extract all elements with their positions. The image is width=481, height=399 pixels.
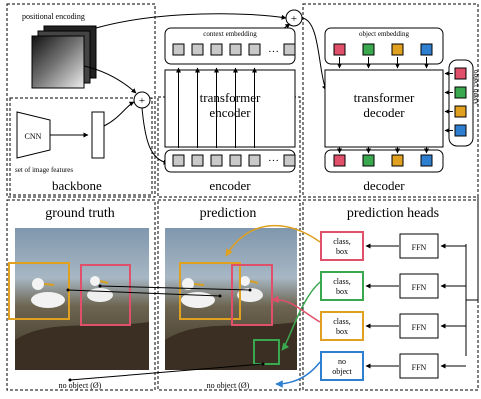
decoder-panel [302,3,479,198]
ffn-block [399,273,439,299]
pred-box-red [231,264,273,326]
decoder-output-group [324,149,444,173]
transformer-decoder-block [324,69,444,148]
ffn-label: FFN [412,243,427,252]
image-features-block [91,111,105,159]
head-output-line2: box [336,247,348,256]
ground-truth-panel [6,199,156,391]
section-label-decoder: decoder [363,178,405,193]
object-embedding-token [362,43,375,56]
head-output-line2: box [336,327,348,336]
pred-box-green [253,339,280,365]
encoder-title-line1: transformer [200,90,261,105]
add-node-top-symbol: + [291,13,297,25]
encoder-input-token [229,154,242,167]
context-token [283,43,296,56]
decoder-output-token-row [333,154,433,167]
context-token [210,43,223,56]
encoder-title-line2: encoder [209,105,251,120]
head-output-line1: no [338,357,346,366]
context-token [248,43,261,56]
encoder-input-token [283,154,296,167]
object-embedding-token [391,43,404,56]
context-token [172,43,185,56]
ffn-label: FFN [412,363,427,372]
encoder-input-ellipsis: ··· [268,155,279,167]
object-query-token [454,105,467,118]
encoder-input-token-row [172,154,296,167]
decoder-output-token [333,154,346,167]
ffn-label: FFN [412,283,427,292]
gt-box-red [80,264,131,326]
ffn-block [399,353,439,379]
object-embedding-token-row [333,43,433,56]
image-features-label: set of image features [15,166,73,174]
decoder-output-token [420,154,433,167]
decoder-title-line2: decoder [363,105,405,120]
head-output-box [320,271,364,301]
cnn-label: CNN [25,132,42,141]
decoder-title-line1: transformer [354,90,415,105]
encoder-input-token [172,154,185,167]
prediction-panel [157,199,301,391]
head-output-line1: class, [333,237,351,246]
context-token [191,43,204,56]
backbone-panel [6,3,156,198]
head-output-box [320,231,364,261]
head-output-line2: box [336,287,348,296]
context-ellipsis: ··· [268,46,279,58]
no-object-pred-label: no object (Ø) [207,381,250,390]
no-object-gt-label: no object (Ø) [59,381,102,390]
encoder-input-token [191,154,204,167]
head-output-line1: class, [333,317,351,326]
decoder-output-token [362,154,375,167]
ground-truth-title: ground truth [45,206,115,221]
ffn-block [399,313,439,339]
pred-box-yellow [179,262,241,320]
prediction-title: prediction [200,206,257,221]
backbone-inner-panel [9,97,153,196]
add-node-backbone-symbol: + [139,95,145,107]
ffn-label: FFN [412,323,427,332]
context-token [229,43,242,56]
encoder-input-token [248,154,261,167]
head-output-line2: object [332,367,352,376]
context-embedding-label: context embedding [203,30,257,38]
object-embedding-group [324,27,444,65]
object-embedding-token [333,43,346,56]
positional-encoding-label: positional encoding [22,12,85,21]
positional-encoding-stack [31,25,97,89]
context-token-row [172,43,296,56]
bipartite-matching-lines [66,284,265,382]
object-embedding-token [420,43,433,56]
object-query-label: object query [472,70,480,105]
section-label-backbone: backbone [52,178,102,193]
decoder-output-token [391,154,404,167]
object-query-token-column [444,67,467,137]
object-embedding-label: object embedding [359,30,409,38]
cnn-block [16,111,51,159]
decoder-arrows [337,57,429,154]
head-output-line1: class, [333,277,351,286]
prediction-heads-title: prediction heads [347,206,439,221]
head-output-box [320,311,364,341]
object-query-token [454,86,467,99]
encoder-input-token [210,154,223,167]
section-label-encoder: encoder [209,178,251,193]
ffn-block [399,233,439,259]
head-output-box [320,351,364,381]
object-query-token [454,124,467,137]
object-query-token [454,67,467,80]
encoder-arrows [176,67,257,148]
transformer-encoder-block [164,69,296,148]
